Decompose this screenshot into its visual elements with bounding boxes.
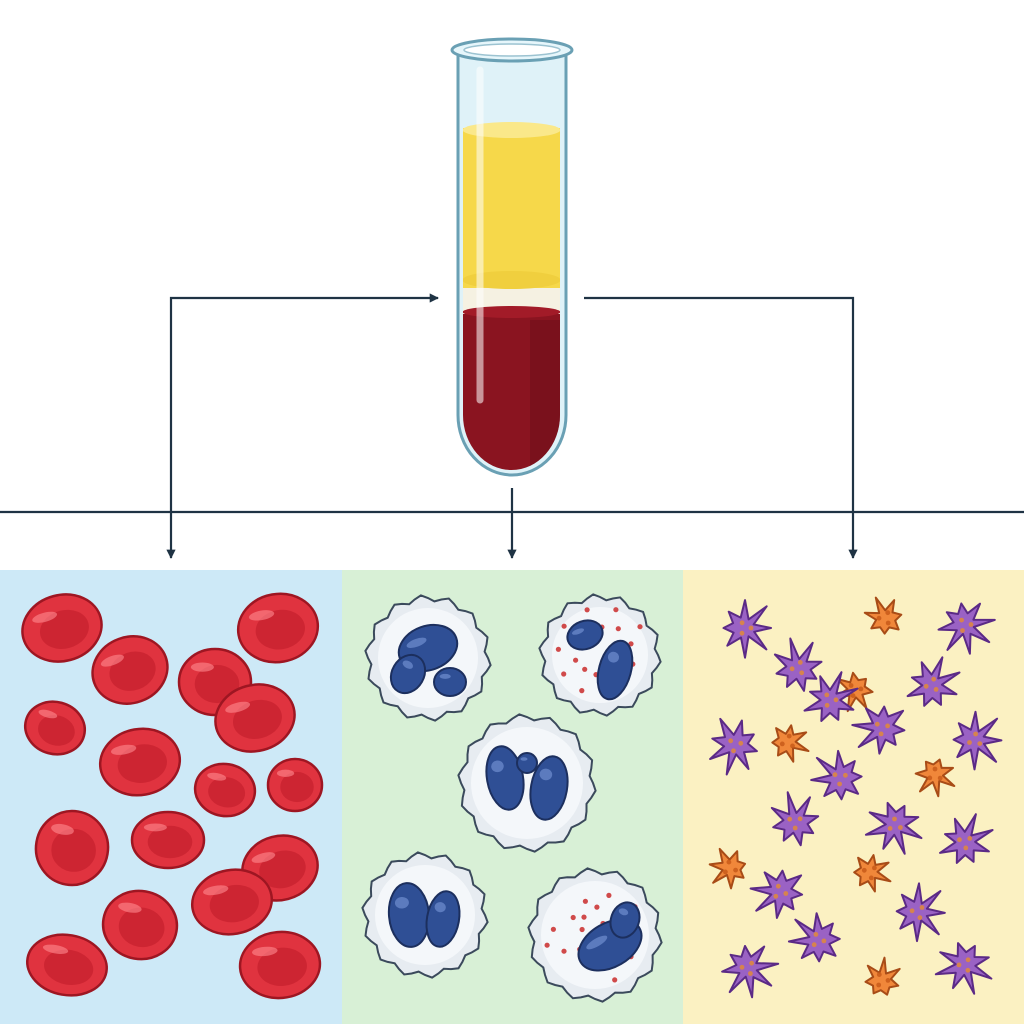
platelet xyxy=(770,791,820,847)
platelet xyxy=(934,942,993,995)
platelet xyxy=(952,710,1003,771)
red-blood-cells-group xyxy=(21,592,324,1000)
platelet xyxy=(895,882,946,943)
plasma-buffy-interface xyxy=(463,271,560,289)
red-blood-cell xyxy=(101,889,179,961)
platelet xyxy=(914,758,956,798)
red-blood-cell xyxy=(91,635,169,705)
platelet xyxy=(721,945,780,999)
white-blood-cell xyxy=(527,867,663,1003)
platelets-group xyxy=(708,596,1003,999)
platelet xyxy=(864,956,901,996)
platelet xyxy=(851,705,906,755)
red-blood-cell xyxy=(238,930,322,1000)
platelet xyxy=(937,602,996,655)
plasma-surface xyxy=(463,122,560,138)
platelet xyxy=(708,847,747,890)
connector-lines xyxy=(0,293,1024,559)
red-blood-cell xyxy=(193,762,257,818)
white-blood-cell xyxy=(361,851,489,979)
red-blood-cell xyxy=(34,809,110,887)
red-blood-cell xyxy=(236,592,320,664)
red-blood-cell xyxy=(130,810,206,870)
platelet xyxy=(749,869,804,919)
platelet xyxy=(939,813,994,864)
platelet xyxy=(722,599,772,659)
buffy-red-interface xyxy=(463,306,560,318)
red-blood-cell xyxy=(98,727,182,797)
platelet xyxy=(771,724,810,763)
tube-plasma-layer xyxy=(463,128,560,288)
platelet xyxy=(803,671,859,722)
white-blood-cell xyxy=(364,594,492,722)
red-blood-cell xyxy=(21,593,103,663)
white-blood-cell xyxy=(457,713,597,853)
platelet xyxy=(787,912,841,963)
white-blood-cell xyxy=(538,593,662,717)
tube-opening xyxy=(463,43,561,57)
arrow-into-tube xyxy=(169,293,439,512)
platelet xyxy=(709,717,758,776)
red-blood-cell xyxy=(214,683,296,753)
red-blood-cell xyxy=(266,757,324,813)
platelet xyxy=(810,749,863,801)
platelet xyxy=(863,596,903,635)
test-tube xyxy=(450,37,574,477)
red-blood-cell xyxy=(26,933,108,997)
arrow-to-platelets xyxy=(584,296,858,559)
platelet xyxy=(864,801,923,855)
platelet xyxy=(773,637,823,692)
platelet xyxy=(853,854,892,893)
red-blood-cell xyxy=(24,700,86,756)
white-blood-cells-group xyxy=(361,593,663,1003)
red-blood-cell xyxy=(190,868,274,936)
platelet xyxy=(906,656,961,707)
